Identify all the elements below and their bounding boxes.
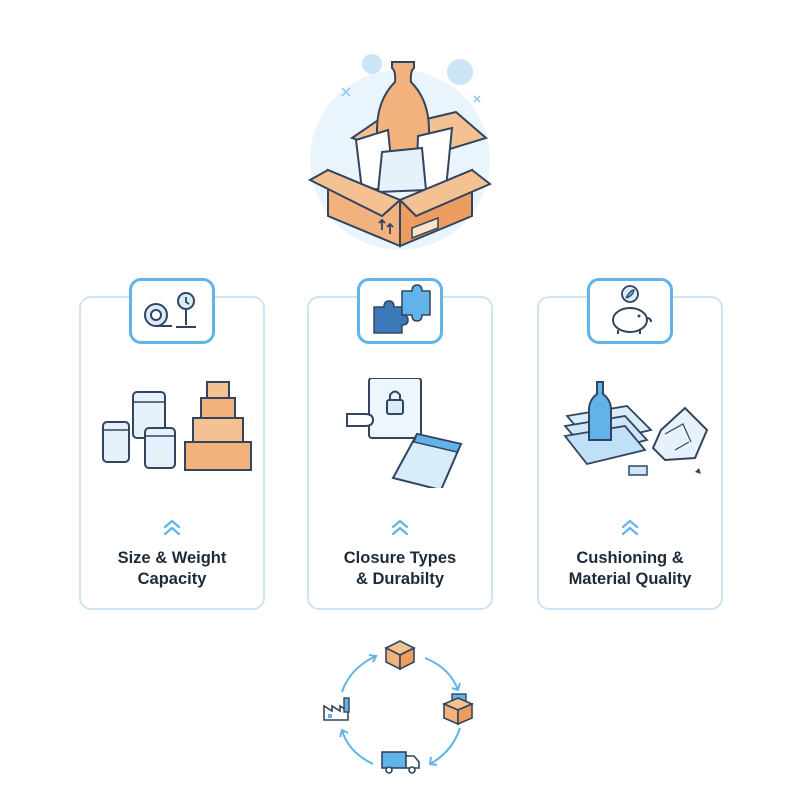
chevron-up-icon [163,519,181,536]
card-size-weight: Size & Weight Capacity [79,278,265,610]
card-title: Cushioning & Material Quality [568,549,692,588]
delivery-truck-icon [381,751,420,774]
card2-badge [357,278,443,344]
bags-and-stacked-boxes-icon [102,381,252,471]
bottle-in-cushioning-icon [563,381,709,476]
open-box-with-vase-icon [307,54,492,250]
recycled-box-icon [441,693,475,726]
chevron-up-icon [621,519,639,536]
card-closure-types: Closure Types & Durabilty [307,278,493,610]
locked-pouch-icon [346,378,463,488]
puzzle-pieces-icon [373,284,431,334]
box-icon [384,640,416,671]
piggy-bank-leaf-icon [612,285,652,334]
factory-icon [323,697,350,721]
card-title: Size & Weight Capacity [117,549,227,588]
tape-measure-and-scale-icon [144,292,196,328]
hero-illustration [290,40,510,250]
supply-cycle-diagram [318,628,483,793]
card1-badge [129,278,215,344]
card3-badge [587,278,673,344]
card-cushioning: Cushioning & Material Quality [537,278,723,610]
chevron-up-icon [391,519,409,536]
card-title: Closure Types & Durabilty [343,549,457,588]
